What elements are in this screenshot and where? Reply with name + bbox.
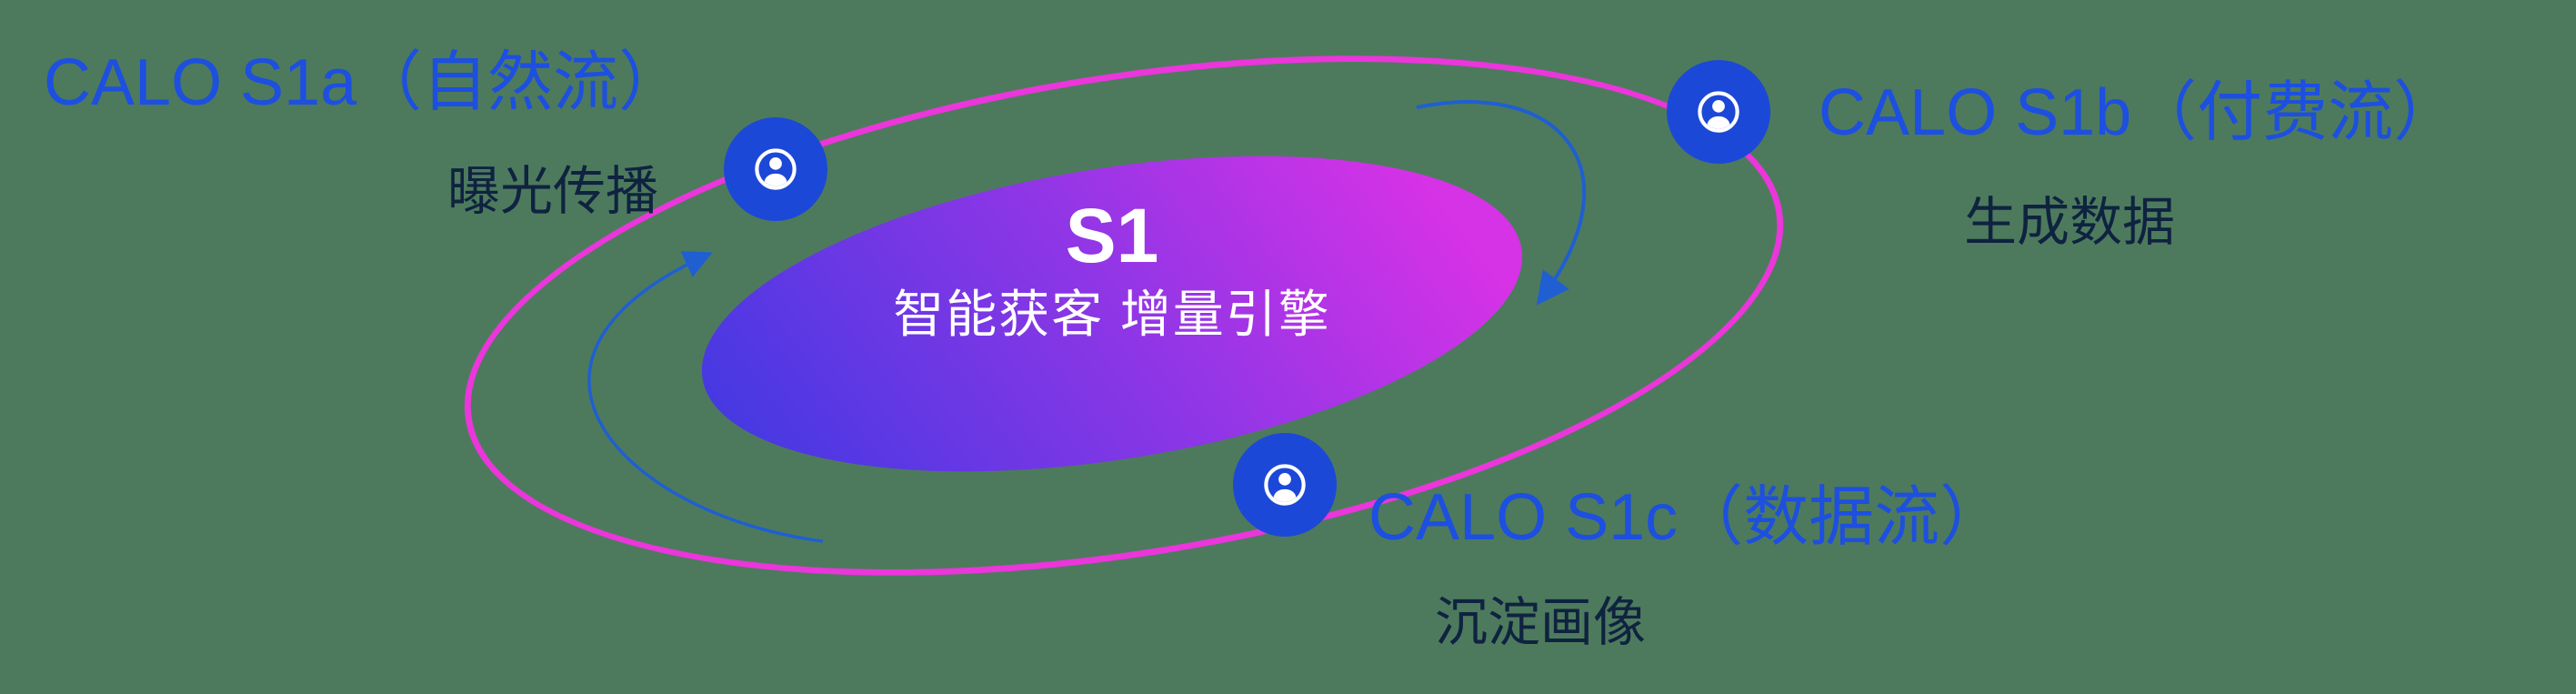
- node-s1a: [724, 117, 827, 221]
- core-text-block: S1 智能获客 增量引擎: [697, 125, 1527, 416]
- label-s1c-subtitle: 沉淀画像: [1435, 593, 1647, 652]
- core-subtitle: 智能获客 增量引擎: [893, 286, 1331, 344]
- label-s1a-title: CALO S1a（自然流）: [44, 46, 685, 119]
- label-s1a-subtitle: 曝光传播: [447, 162, 659, 221]
- user-badge-icon: [1264, 464, 1306, 506]
- user-badge-icon: [1698, 91, 1739, 133]
- label-s1b-subtitle: 生成数据: [1964, 193, 2176, 252]
- core-title: S1: [1065, 193, 1159, 279]
- node-s1c: [1233, 433, 1337, 537]
- label-s1b-title: CALO S1b（付费流）: [1819, 76, 2460, 149]
- user-badge-icon: [755, 148, 797, 190]
- label-s1c-title: CALO S1c（数据流）: [1368, 481, 2006, 554]
- node-s1b: [1667, 60, 1770, 164]
